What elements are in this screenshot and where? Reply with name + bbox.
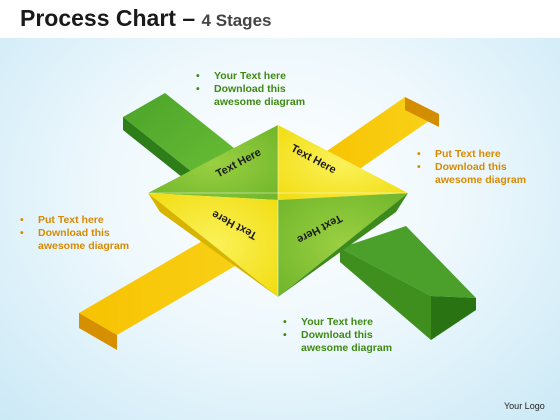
- callout-bottom-line-2: Download this awesome diagram: [283, 329, 413, 355]
- arm-yellow-upper-right: [314, 97, 439, 177]
- callout-bottom-line-1: Your Text here: [283, 316, 413, 329]
- callout-bottom: Your Text here Download this awesome dia…: [283, 316, 413, 355]
- callout-top-line-1: Your Text here: [196, 70, 326, 83]
- center-top-left: [148, 125, 278, 200]
- callout-right-line-1: Put Text here: [417, 148, 542, 161]
- title-bar: Process Chart – 4 Stages: [0, 0, 560, 40]
- callout-left: Put Text here Download this awesome diag…: [20, 214, 145, 253]
- callout-left-line-2: Download this awesome diagram: [20, 227, 145, 253]
- callout-top: Your Text here Download this awesome dia…: [196, 70, 326, 109]
- title-dash: –: [175, 5, 202, 31]
- callout-top-line-2: Download this awesome diagram: [196, 83, 326, 109]
- slide-title: Process Chart – 4 Stages: [20, 5, 271, 32]
- title-main: Process Chart: [20, 5, 176, 31]
- arm-green-upper-left: [123, 93, 244, 193]
- footer-logo: Your Logo: [504, 401, 545, 411]
- callout-left-line-1: Put Text here: [20, 214, 145, 227]
- callout-right: Put Text here Download this awesome diag…: [417, 148, 542, 187]
- center-top-right: [278, 125, 408, 200]
- callout-right-line-2: Download this awesome diagram: [417, 161, 542, 187]
- title-sub: 4 Stages: [201, 11, 272, 30]
- center-pyramid: [148, 125, 408, 297]
